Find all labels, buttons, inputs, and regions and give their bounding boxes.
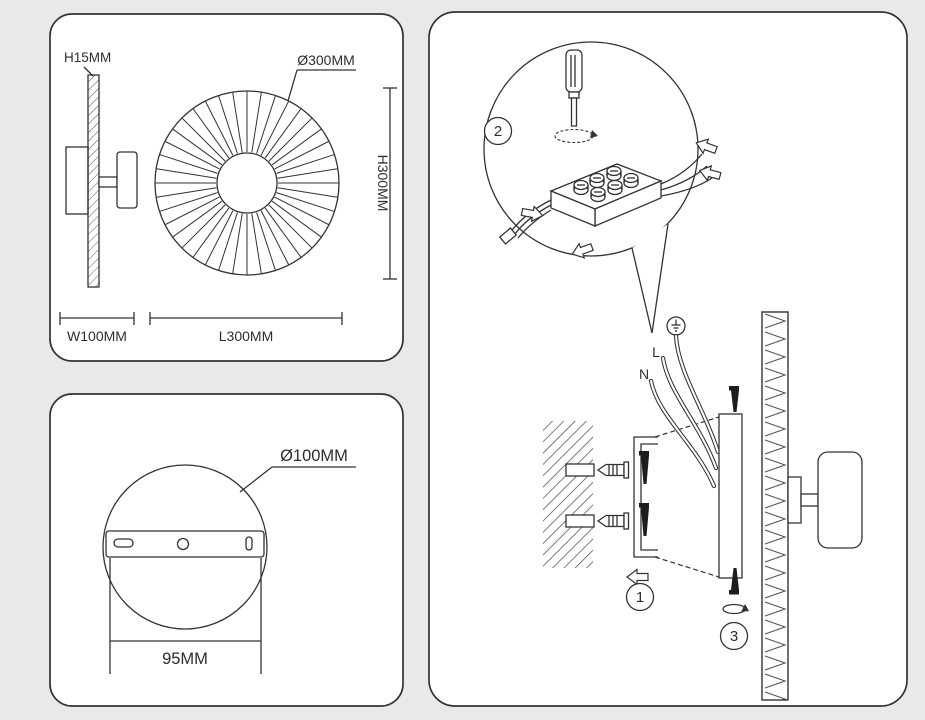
dimension-w100: W100MM: [59, 312, 135, 344]
wire-neutral-core: [649, 379, 716, 488]
plate-edge-view: [87, 74, 100, 288]
screwdriver-shaft: [570, 97, 578, 127]
lamp-side-view: H15MM: [64, 50, 138, 288]
lamp-side-assembly: [787, 451, 863, 549]
h15-label: H15MM: [64, 50, 111, 65]
screw-body: [641, 507, 649, 536]
rotation-arrowhead: [590, 130, 598, 138]
wall-hole-top: [565, 463, 595, 477]
magnifier-callout: 2: [483, 41, 723, 334]
callout-pointer-right: [651, 223, 669, 334]
step-badge-2: 2: [483, 116, 513, 146]
terminal-screws: [573, 165, 639, 203]
alignment-dash-top: [654, 416, 720, 438]
lamp-inner-circle: [216, 152, 278, 214]
canopy-screw-bottom: [729, 568, 739, 595]
wire-right-1: [660, 153, 703, 185]
slot-right: [245, 536, 253, 551]
badge-circle: [625, 582, 655, 612]
dia100-label: Ø100MM: [280, 447, 348, 465]
screw-head: [623, 512, 630, 530]
arm: [98, 176, 118, 188]
badge-circle: [719, 621, 749, 651]
bracket-screw-top: [639, 451, 649, 484]
bracket-inner: [640, 443, 658, 551]
base-plate-view: Ø100MM: [102, 447, 356, 630]
anchor-screw-bottom: [596, 512, 630, 530]
screw-body: [731, 568, 739, 590]
screwdriver-icon: [554, 49, 598, 144]
panel-main-dimensions: H15MM Ø300MM H300MM W100MM: [49, 13, 404, 362]
wire-live-core: [661, 356, 718, 470]
screw-head: [623, 461, 630, 479]
panel-base-dimensions: Ø100MM 95MM: [49, 393, 404, 707]
ground-symbol-icon: [666, 316, 686, 336]
screw-body: [641, 455, 649, 484]
screw-head: [729, 590, 739, 595]
lamp-body-side: [116, 151, 138, 209]
center-hole: [176, 537, 190, 551]
wall-hatch: [543, 421, 593, 568]
callout-pointer-left: [631, 247, 653, 334]
badge-number: 1: [636, 589, 644, 606]
badge-number: 3: [730, 628, 738, 645]
dimension-95mm: 95MM: [109, 558, 262, 674]
panel-installation: 2: [428, 11, 908, 707]
l300-label: L300MM: [219, 328, 273, 344]
mounting-bracket: [633, 436, 658, 558]
wall-mount-box: [65, 146, 89, 215]
badge-number: 2: [494, 123, 502, 140]
bracket-outer: [633, 436, 658, 558]
wire-left-3: [517, 209, 552, 239]
screw-body: [731, 390, 739, 412]
lamp-rays: [155, 91, 339, 275]
bracket-screw-bottom: [639, 503, 649, 536]
rotate-icon: [722, 603, 749, 615]
screwdriver-collar: [568, 91, 580, 99]
rotate-arrowhead: [741, 604, 749, 612]
wire-left-2: [514, 204, 552, 235]
anchor-screw-top: [596, 461, 630, 479]
wire-ground-core: [674, 334, 720, 454]
h15-leader-line: [83, 66, 94, 77]
h300-label: H300MM: [375, 155, 391, 212]
dimension-h300: H300MM: [375, 87, 397, 280]
alignment-dash-bottom: [654, 556, 720, 578]
dia100-leader-line: [239, 466, 273, 493]
step-badge-1: 1: [625, 582, 655, 612]
wire-label-neutral: N: [639, 366, 649, 382]
wall-hole-bottom: [565, 514, 595, 528]
wire-label-live: L: [652, 344, 660, 360]
wire-right-3: [660, 177, 713, 197]
step-badge-3: 3: [719, 621, 749, 651]
mount-block: [787, 476, 802, 524]
screwdriver-handle: [565, 49, 583, 93]
screw-head: [639, 503, 649, 508]
callout-gap: [632, 224, 668, 333]
wall-section: [543, 421, 595, 568]
badge-circle: [483, 116, 513, 146]
spacing-label: 95MM: [162, 650, 208, 668]
screw-head: [729, 386, 739, 391]
canopy-plate: [718, 413, 743, 579]
keyhole-slot-left: [113, 538, 134, 548]
terminal-left-face: [550, 190, 596, 227]
terminal-block: [549, 163, 663, 227]
cable-ferrule: [498, 227, 518, 245]
decorative-plate-edge: [761, 311, 789, 701]
lamp-body: [817, 451, 863, 549]
canopy-screw-top: [729, 386, 739, 412]
dia300-leader-line: [287, 69, 298, 102]
w100-label: W100MM: [67, 328, 127, 344]
dia300-label: Ø300MM: [297, 52, 355, 68]
screw-head: [639, 451, 649, 456]
supply-wires: L N: [639, 316, 721, 489]
dimension-l300: L300MM: [149, 312, 343, 344]
lamp-front-view: Ø300MM: [154, 52, 356, 276]
arm: [800, 493, 819, 507]
